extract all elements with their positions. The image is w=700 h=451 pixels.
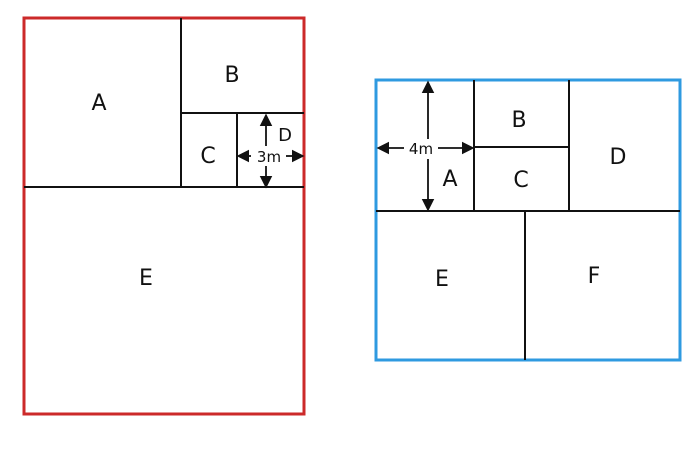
left-label-b: B (224, 63, 239, 88)
right-label-e: E (435, 267, 449, 292)
right-dimension-label: 4m (409, 140, 433, 158)
right-dimension-label-bg (405, 139, 437, 159)
left-label-c: C (200, 144, 215, 169)
right-label-c: C (513, 168, 528, 193)
right-outer-border (374, 78, 682, 362)
left-label-a: A (91, 91, 106, 116)
right-label-a: A (442, 167, 457, 192)
right-label-b: B (511, 108, 526, 133)
left-rectangle-diagram: A B C D E 3m (22, 16, 306, 416)
left-dimension-label-bg (253, 146, 285, 166)
right-label-f: F (588, 264, 601, 289)
left-dimension-label: 3m (257, 148, 281, 166)
right-rectangle-diagram: A B C D E F 4m (374, 78, 682, 362)
left-label-d: D (278, 125, 292, 146)
right-label-d: D (610, 145, 627, 170)
left-label-e: E (139, 266, 153, 291)
left-outer-border (22, 16, 306, 416)
